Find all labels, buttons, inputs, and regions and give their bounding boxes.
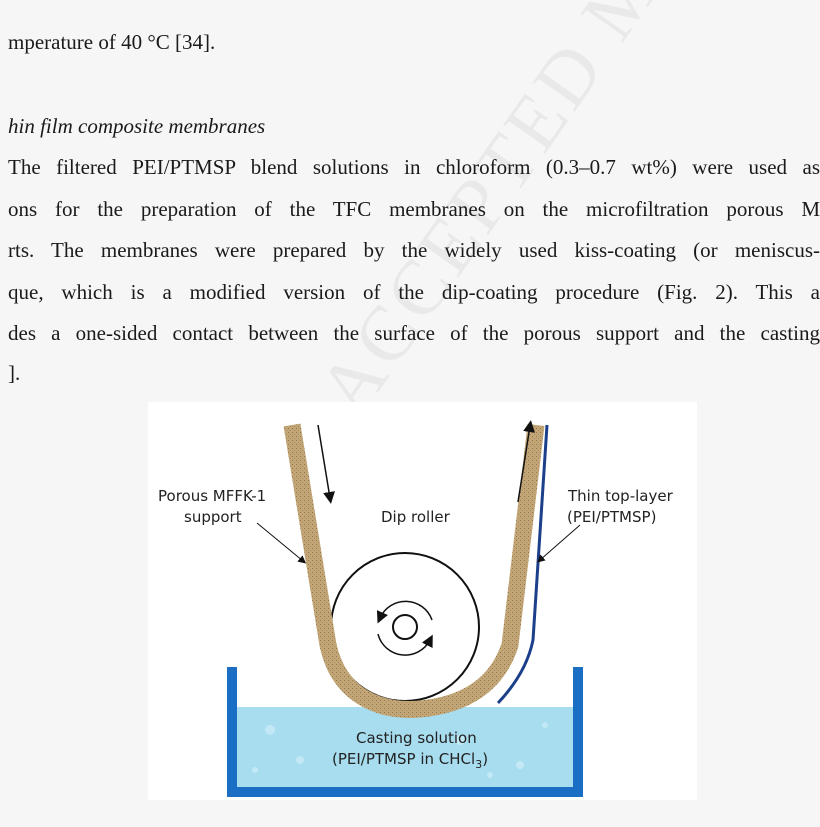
thin-top-layer — [496, 424, 549, 705]
roller-axle — [392, 614, 418, 640]
solution-label: (PEI/PTMSP in CHCl3) — [332, 750, 488, 771]
casting-solution — [237, 707, 573, 787]
arrow-up-icon — [517, 420, 535, 503]
leader-line — [536, 524, 581, 563]
body-text-line: que, which is a modified version of the … — [8, 280, 820, 304]
solution-label: Casting solution — [356, 729, 477, 747]
support-label: Porous MFFK-1 — [158, 487, 266, 505]
roller-label: Dip roller — [381, 508, 451, 526]
body-text-line: The filtered PEI/PTMSP blend solutions i… — [8, 155, 820, 179]
bubbles — [252, 722, 548, 778]
rotation-arrow-icon — [377, 633, 433, 656]
body-text-line: ]. — [8, 361, 21, 385]
rotation-arrow-icon — [376, 600, 433, 624]
top-layer-label: (PEI/PTMSP) — [567, 508, 656, 526]
body-text-line: ons for the preparation of the TFC membr… — [8, 197, 820, 221]
figure-kiss-coating-diagram: Porous MFFK-1 support Dip roller Thin to… — [148, 402, 697, 800]
leader-line — [256, 522, 307, 564]
porous-support-belt — [283, 423, 545, 718]
top-layer-label: Thin top-layer — [567, 487, 674, 505]
body-text-line: mperature of 40 °C [34]. — [8, 30, 216, 54]
tank — [227, 667, 583, 797]
arrow-down-icon — [317, 424, 335, 504]
support-label: support — [184, 508, 242, 526]
body-text-line: des a one-sided contact between the surf… — [8, 321, 820, 345]
body-text-line: rts. The membranes were prepared by the … — [8, 238, 820, 262]
section-heading: hin film composite membranes — [8, 114, 266, 138]
